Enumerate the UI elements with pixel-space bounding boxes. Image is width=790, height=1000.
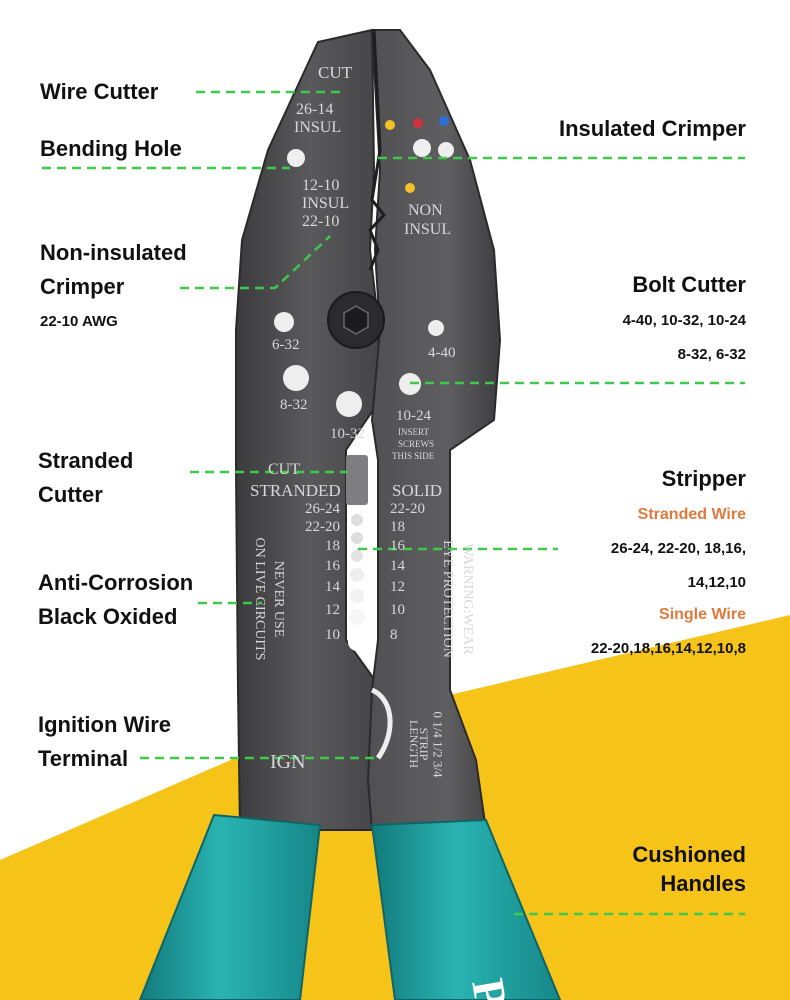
gauge-right-4: 12 [390, 579, 405, 595]
engraving-insert: INSERT [398, 427, 429, 437]
engraving-live-circuits: ON LIVE CIRCUITS [252, 537, 267, 661]
callout-bolt-cutter: Bolt Cutter [632, 272, 746, 297]
engraving-cut-top: CUT [318, 63, 352, 82]
jaw-gap [368, 29, 386, 271]
engraving-insul-2: INSUL [302, 195, 350, 212]
gauge-right-3: 14 [390, 558, 405, 574]
gauge-left-4: 14 [325, 579, 340, 595]
stranded-gauge-list: 26-24 22-20 18 16 14 12 10 [290, 500, 340, 648]
engraving-this-side: THIS SIDE [392, 451, 435, 461]
gauge-left-1: 22-20 [305, 519, 340, 535]
callout-bending-hole: Bending Hole [40, 136, 182, 161]
gauge-left-2: 18 [325, 538, 340, 554]
callout-cushioned: Cushioned [632, 842, 746, 867]
engraving-10-24: 10-24 [396, 408, 431, 424]
left-handle [138, 813, 322, 1000]
callout-stripper: Stripper [661, 466, 746, 491]
engraving-4-40: 4-40 [428, 345, 456, 361]
solid-gauge-list: 22-20 18 16 14 12 10 8 [390, 500, 440, 648]
engraving-6-32: 6-32 [272, 337, 300, 353]
callout-black-oxided: Black Oxided [38, 604, 178, 629]
gauge-left-3: 16 [325, 558, 340, 574]
callout-ignition: Ignition Wire [38, 712, 172, 737]
right-handle [370, 818, 562, 1000]
engraving-screws: SCREWS [398, 439, 435, 449]
gauge-left-0: 26-24 [305, 501, 340, 517]
engraving-26-14: 26-14 [296, 101, 334, 118]
gauge-right-1: 18 [390, 519, 405, 535]
engraving-non: NON [408, 202, 443, 219]
engraving-non-insul: INSUL [404, 221, 452, 238]
engraving-solid: SOLID [392, 481, 443, 500]
callout-stranded-sizes-2: 14,12,10 [687, 574, 746, 591]
bending-hole [287, 149, 305, 167]
engraving-8-32: 8-32 [280, 397, 308, 413]
engraving-22-10: 22-10 [302, 213, 340, 230]
callout-single-wire: Single Wire [659, 606, 746, 623]
engraving-stranded: STRANDED [250, 481, 341, 500]
callout-stranded-sizes-1: 26-24, 22-20, 18,16, [610, 540, 746, 557]
engraving-insul-1: INSUL [294, 119, 342, 136]
engraving-warning: WARNING:WEAR [460, 543, 475, 655]
engraving-scale: 0 1/4 1/2 3/4 [430, 711, 446, 778]
callout-non-insulated-awg: 22-10 AWG [40, 313, 118, 330]
engraving-eye-protection: EYE PROTECTION [440, 540, 455, 658]
bolt-hole-6-32 [274, 312, 294, 332]
engraving-cut-mid: CUT [268, 461, 300, 478]
gauge-right-6: 8 [390, 627, 398, 643]
gauge-right-2: 16 [390, 538, 405, 554]
callout-bolt-sizes-1: 4-40, 10-32, 10-24 [622, 312, 746, 329]
callout-handles: Handles [660, 871, 746, 896]
engraving-never-use: NEVER USE [271, 560, 286, 638]
gauge-left-5: 12 [325, 602, 340, 618]
callout-bolt-sizes-2: 8-32, 6-32 [677, 346, 746, 363]
callout-non-insulated: Non-insulated [40, 240, 187, 265]
engraving-10-32: 10-32 [330, 426, 365, 442]
callout-non-insulated-crimper: Crimper [40, 274, 125, 299]
callout-wire-cutter: Wire Cutter [40, 79, 159, 104]
callout-stranded-cutter: Cutter [38, 482, 103, 507]
gauge-left-6: 10 [325, 627, 340, 643]
engraving-ign: IGN [270, 751, 306, 773]
callout-single-sizes: 22-20,18,16,14,12,10,8 [590, 640, 746, 657]
callout-stranded-wire: Stranded Wire [637, 506, 746, 523]
engraving-12-10: 12-10 [302, 177, 340, 194]
gauge-right-5: 10 [390, 602, 405, 618]
engraving-length: LENGTH [407, 720, 421, 768]
leader-lines [42, 90, 745, 916]
callout-ignition-terminal: Terminal [38, 746, 129, 771]
gauge-right-0: 22-20 [390, 501, 425, 517]
callout-insulated-crimper: Insulated Crimper [558, 116, 746, 141]
callout-stranded: Stranded [38, 448, 134, 473]
callout-anti-corrosion: Anti-Corrosion [38, 570, 194, 595]
